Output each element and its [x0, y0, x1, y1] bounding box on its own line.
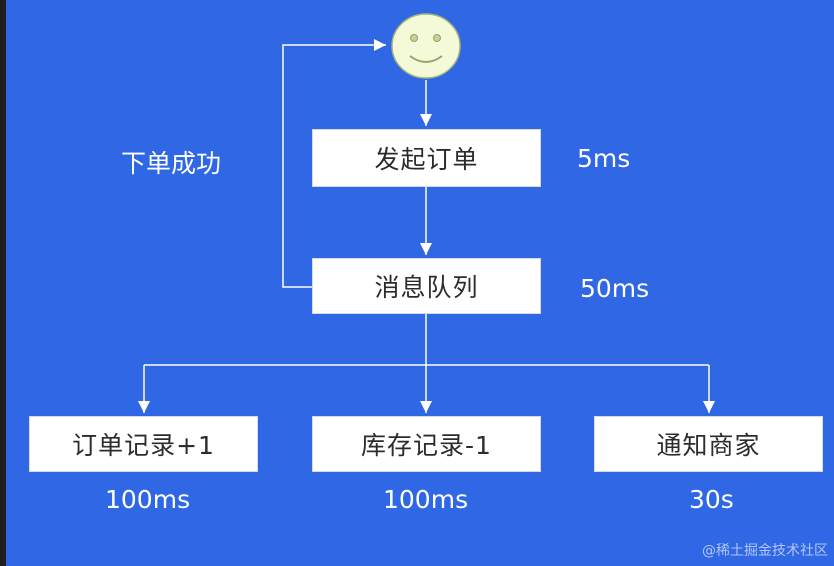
notify-merchant-box: 通知商家: [594, 416, 823, 472]
create-order-time: 5ms: [577, 144, 631, 173]
arrow-queue-back-to-user: [282, 39, 386, 288]
user-smiley-icon: [391, 13, 461, 79]
left-edge-strip: [0, 0, 6, 566]
order-success-label: 下单成功: [121, 149, 222, 178]
create-order-box: 发起订单: [312, 129, 541, 187]
inventory-record-time: 100ms: [383, 485, 469, 514]
order-record-box: 订单记录+1: [29, 416, 258, 472]
message-queue-box: 消息队列: [312, 258, 541, 314]
inventory-record-box: 库存记录-1: [312, 416, 541, 472]
message-queue-time: 50ms: [580, 274, 650, 303]
site-watermark: @稀土掘金技术社区: [702, 543, 828, 559]
notify-merchant-time: 30s: [689, 485, 734, 514]
order-record-time: 100ms: [105, 485, 191, 514]
